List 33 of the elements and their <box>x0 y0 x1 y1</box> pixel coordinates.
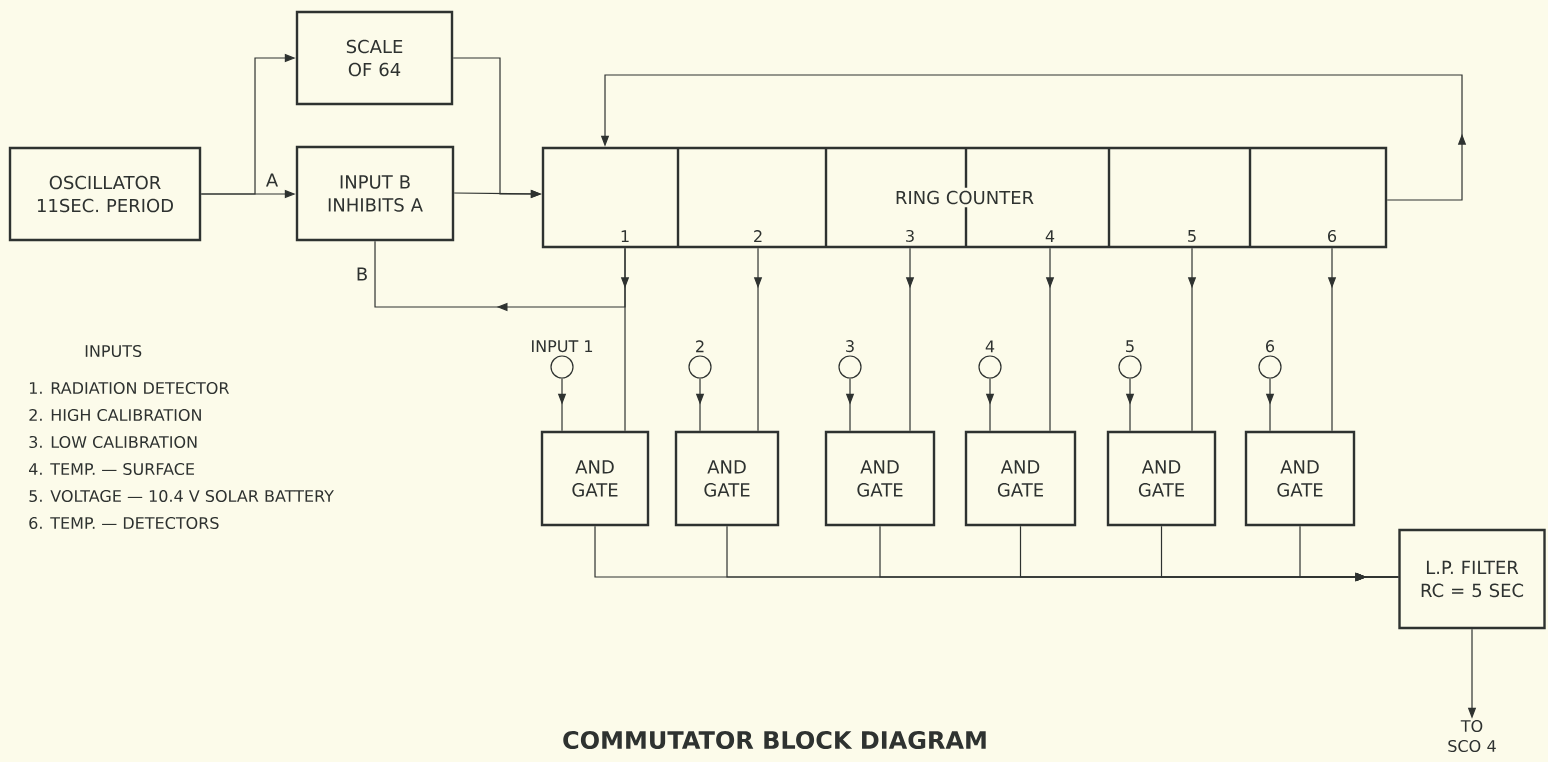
arrow <box>374 240 626 312</box>
list-item: 3. LOW CALIBRATION <box>29 435 197 449</box>
block-box: AND GATE <box>1106 430 1217 527</box>
block-box: AND GATE <box>674 430 780 527</box>
input-label: 2 <box>696 340 704 353</box>
input-circle <box>838 340 862 379</box>
list-item: 5. VOLTAGE — 10.4 V SOLAR BATTERY <box>29 489 334 503</box>
input-circle <box>688 340 712 379</box>
block-box: L.P. FILTER RC = 5 SEC <box>1398 528 1546 630</box>
block-box: INPUT B INHIBITS A <box>295 145 455 242</box>
input-label: 4 <box>985 340 995 353</box>
block-box: AND GATE <box>964 430 1077 527</box>
block-box: AND GATE <box>1244 430 1356 527</box>
input-label: INPUT 1 <box>532 340 593 353</box>
block-box: OSCILLATOR 11SEC. PERIOD <box>8 146 202 242</box>
input-label: 3 <box>846 340 854 353</box>
input-circle <box>1118 340 1142 379</box>
block-box: AND GATE <box>824 430 936 527</box>
terminal-label: TO SCO 4 <box>1448 719 1496 753</box>
list-item: 6. TEMP. — DETECTORS <box>29 516 219 530</box>
block-box: SCALE OF 64 <box>295 10 454 106</box>
list-item: 1. RADIATION DETECTOR <box>29 381 230 395</box>
list-heading: INPUTS <box>85 344 142 358</box>
input-label: 5 <box>1126 340 1134 353</box>
input-circle <box>1258 340 1282 379</box>
input-label: 6 <box>1266 340 1275 353</box>
diagram-caption: COMMUTATOR BLOCK DIAGRAM <box>563 730 986 750</box>
input-circle <box>978 340 1002 379</box>
list-item: 4. TEMP. — SURFACE <box>29 462 194 476</box>
input-circle <box>532 340 593 379</box>
block-box: AND GATE <box>540 430 650 527</box>
list-item: 2. HIGH CALIBRATION <box>29 408 201 422</box>
counter-box: RING COUNTER 1 2 3 4 5 6 <box>541 146 1388 249</box>
